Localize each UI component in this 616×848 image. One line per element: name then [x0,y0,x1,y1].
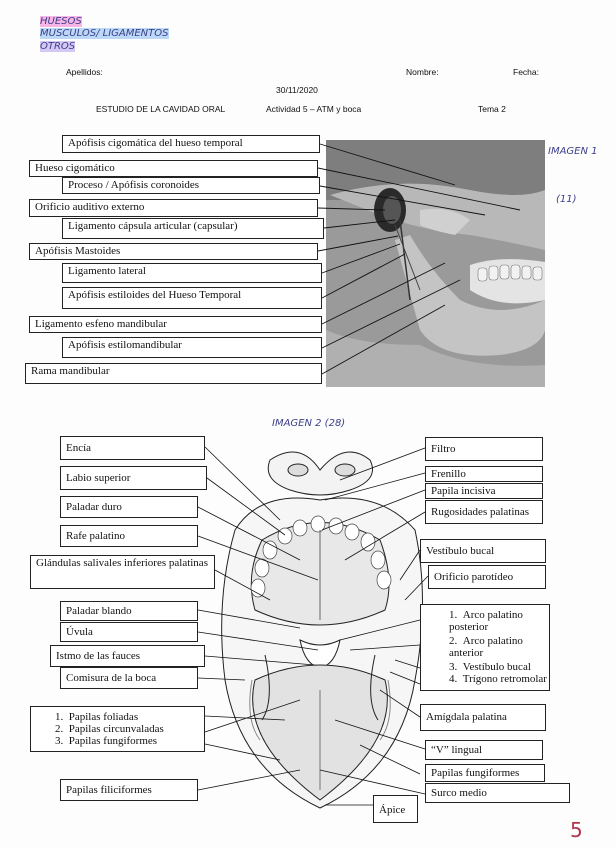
page-number: 5 [570,818,583,842]
arco-item-4: 4. Trígono retromolar [449,673,547,685]
label-ligamento-lateral: Ligamento lateral [62,263,322,283]
label-apofisis-cigomatica: Apófisis cigomática del hueso temporal [62,135,320,153]
label-comisura-boca: Comisura de la boca [60,667,198,689]
label-papila-incisiva: Papila incisiva [425,483,543,499]
label-paladar-duro: Paladar duro [60,496,198,518]
label-labio-superior: Labio superior [60,466,207,490]
label-paladar-blando: Paladar blando [60,601,198,621]
label-ligamento-capsular: Ligamento cápsula articular (capsular) [62,218,324,239]
label-apofisis-estilomandibular: Apófisis estilomandibular [62,337,322,358]
legend-otros: OTROS [40,41,76,52]
label-glandulas-salivales: Glándulas salivales inferiores palatinas [30,555,215,589]
label-orificio-parotideo: Orificio parotídeo [428,565,546,589]
papilas-item-1: 1. Papilas foliadas [55,711,139,723]
apellidos-label: Apellidos: [66,67,103,77]
arco-item-3: 3. Vestíbulo bucal [449,661,531,673]
activity-text: Actividad 5 – ATM y boca [266,104,362,114]
label-papilas-fungiformes: Papilas fungiformes [425,764,545,782]
arco-item-2: 2. Arco palatino anterior [449,635,523,659]
worksheet-title: ESTUDIO DE LA CAVIDAD ORAL [96,104,226,114]
oral-cavity-drawing [221,451,423,809]
label-apofisis-estiloides: Apófisis estiloides del Hueso Temporal [62,287,322,309]
label-rugosidades: Rugosidades palatinas [425,500,543,524]
papilas-item-3: 3. Papilas fungiformes [55,735,158,747]
label-vestibulo-bucal: Vestíbulo bucal [420,539,546,563]
label-proceso-coronoides: Proceso / Apófisis coronoides [62,177,320,194]
label-encia: Encía [60,436,205,460]
label-rafe-palatino: Rafe palatino [60,525,198,547]
label-istmo-fauces: Istmo de las fauces [50,645,205,667]
papilas-left-list: 1. Papilas foliadas 2. Papilas circunval… [30,706,205,752]
label-apice: Ápice [373,795,418,823]
legend-huesos: HUESOS [40,16,82,27]
label-filtro: Filtro [425,437,543,461]
image1-tag: IMAGEN 1 [548,146,598,157]
skull-image [326,140,545,387]
image1-count: (11) [556,194,577,205]
arcos-right-list: 1. Arco palatino posterior 2. Arco palat… [420,604,550,691]
label-v-lingual: “V” lingual [425,740,543,760]
label-ligamento-esfeno: Ligamento esfeno mandibular [29,316,322,333]
label-uvula: Úvula [60,622,198,642]
label-apofisis-mastoides: Apófisis Mastoides [29,243,318,260]
papilas-item-2: 2. Papilas circunvaladas [55,723,164,735]
tema-text: Tema 2 [478,104,506,114]
label-amigdala-palatina: Amígdala palatina [420,704,546,731]
label-orificio-auditivo: Orificio auditivo externo [29,199,318,217]
label-papilas-filiciformes: Papilas filiciformes [60,779,198,801]
label-rama-mandibular: Rama mandibular [25,363,322,384]
label-hueso-cigomatico: Hueso cigomático [29,160,318,177]
figure2-leader-lines [197,446,429,806]
nombre-label: Nombre: [406,67,439,77]
arco-item-1: 1. Arco palatino posterior [449,609,523,633]
label-frenillo: Frenillo [425,466,543,482]
legend-musculos: MUSCULOS/ LIGAMENTOS [40,28,169,39]
date-text: 30/11/2020 [276,85,318,95]
image2-tag: IMAGEN 2 (28) [272,418,346,429]
label-surco-medio: Surco medio [425,783,570,803]
fecha-label: Fecha: [513,67,539,77]
figure1-leader-lines [317,143,521,375]
